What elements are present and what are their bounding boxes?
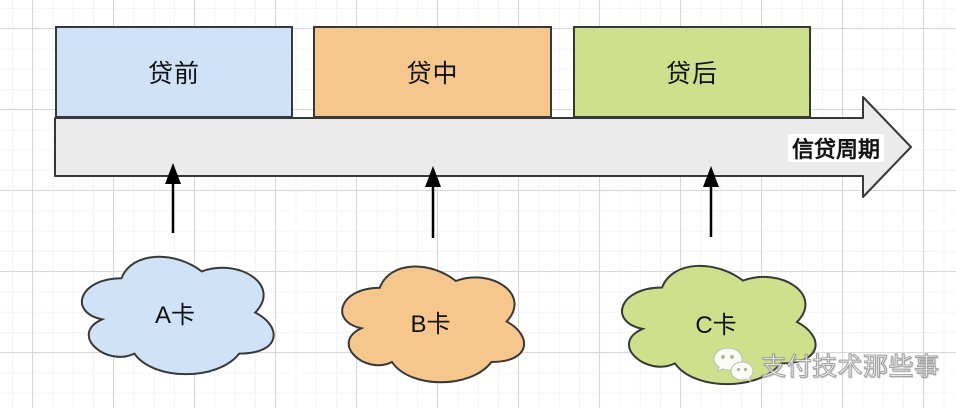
watermark-text: 支付技术那些事 [760,352,940,381]
card-cloud-a [81,255,275,376]
card-label-c: C卡 [695,311,737,339]
credit-cycle-arrow [54,96,912,198]
card-label-a: A卡 [154,302,195,329]
wechat-icon [713,347,754,383]
card-label-b: B卡 [410,311,451,338]
connector-arrow-c [703,166,719,237]
connector-arrow-b [425,166,441,238]
connector-arrow-a [165,163,181,233]
phase-box-post-loan: 贷后 [573,26,811,118]
watermark: 支付技术那些事 [712,342,940,388]
phase-box-in-loan: 贷中 [313,26,552,118]
card-cloud-c [621,264,817,386]
credit-cycle-label: 信贷周期 [788,134,884,162]
phase-label-post-loan: 贷后 [665,60,718,88]
phase-label-pre-loan: 贷前 [147,60,200,88]
card-cloud-b [341,265,525,384]
phase-box-pre-loan: 贷前 [55,26,293,118]
phase-label-in-loan: 贷中 [406,60,459,88]
